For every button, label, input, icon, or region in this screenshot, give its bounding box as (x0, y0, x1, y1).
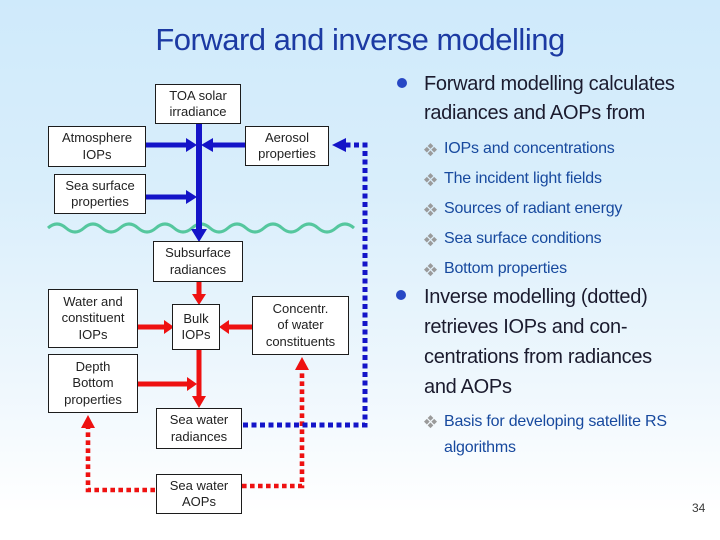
bullet-line: Inverse modelling (dotted) (424, 286, 648, 308)
box-line: radiances (169, 261, 227, 277)
sub-bullet-line: algorithms (444, 439, 516, 456)
sub-bullet-label: IOPs and concentrations (444, 140, 615, 157)
box-line: IOPs (82, 146, 112, 162)
forward-red-arrows (137, 282, 252, 408)
sub-bullet-bottom-properties: Bottom properties (424, 254, 622, 284)
box-line: Aerosol (264, 129, 310, 145)
box-line: AOPs (182, 494, 216, 509)
box-toa-solar-irradiance: TOA solar irradiance (155, 84, 241, 124)
box-line: Depth (75, 358, 111, 374)
page-number: 34 (692, 501, 706, 515)
box-water-and-constituent-iops: Water and constituent IOPs (48, 289, 138, 348)
box-line: IOPs (78, 326, 108, 342)
sub-bullet-iops-and-concentrations: IOPs and concentrations (424, 134, 622, 164)
bullet-inverse-modelling: Inverse modelling (dotted) retrieves IOP… (424, 282, 652, 402)
box-line: Bulk (183, 310, 209, 326)
box-depth-bottom-properties: Depth Bottom properties (48, 354, 138, 413)
diamond-bullet-icon (424, 415, 437, 428)
box-line: Sea water (169, 412, 229, 428)
box-sea-water-aops: Sea water AOPs (156, 474, 242, 514)
bullet-line: and AOPs (424, 376, 512, 398)
box-line: Water and (63, 293, 123, 309)
bullet-line: centrations from radiances (424, 346, 652, 368)
box-line: radiances (170, 428, 228, 444)
sub-bullet-label: The incident light fields (444, 170, 602, 187)
sub-bullet-sources-of-radiant-energy: Sources of radiant energy (424, 194, 622, 224)
box-sea-water-radiances: Sea water radiances (156, 408, 242, 449)
diamond-bullet-icon (424, 263, 437, 276)
sub-bullet-basis-satellite-rs: Basis for developing satellite RS algori… (424, 409, 667, 461)
bullet-dot-icon (397, 78, 407, 88)
forward-blue-arrows (146, 123, 245, 242)
bullet-line: radiances and AOPs from (424, 102, 645, 124)
box-subsurface-radiances: Subsurface radiances (153, 241, 243, 282)
sub-bullet-incident-light-fields: The incident light fields (424, 164, 622, 194)
inverse-red-dotted-arrows (81, 357, 309, 493)
box-line: properties (64, 391, 122, 407)
diamond-bullet-icon (424, 233, 437, 246)
sub-bullet-label: Bottom properties (444, 260, 567, 277)
box-line: Subsurface (165, 245, 231, 261)
box-line: TOA solar (169, 87, 227, 103)
box-line: of water (277, 317, 324, 333)
page-title: Forward and inverse modelling (155, 22, 565, 57)
box-line: Concentr. (272, 300, 329, 316)
box-line: Bottom (72, 375, 114, 391)
box-atmosphere-iops: Atmosphere IOPs (48, 126, 146, 167)
box-line: properties (71, 194, 129, 209)
box-line: IOPs (181, 327, 211, 342)
box-line: Sea water (169, 477, 229, 493)
box-line: Sea surface (65, 177, 135, 193)
forward-sub-bullet-list: IOPs and concentrations The incident lig… (424, 134, 622, 284)
bullet-line: Forward modelling calculates (424, 73, 675, 95)
box-sea-surface-properties: Sea surface properties (54, 174, 146, 214)
diamond-bullet-icon (424, 143, 437, 156)
sub-bullet-sea-surface-conditions: Sea surface conditions (424, 224, 622, 254)
inverse-blue-dotted-arrow (243, 138, 368, 428)
box-aerosol-properties: Aerosol properties (245, 126, 329, 166)
bullet-line: retrieves IOPs and con- (424, 316, 628, 338)
box-line: constituents (265, 333, 336, 349)
diamond-bullet-icon (424, 173, 437, 186)
inverse-sub-bullet-list: Basis for developing satellite RS algori… (424, 409, 667, 461)
diamond-bullet-icon (424, 203, 437, 216)
sub-bullet-line: Basis for developing satellite RS (444, 413, 667, 430)
sub-bullet-label: Basis for developing satellite RS algori… (444, 409, 667, 461)
bullet-dot-icon (396, 290, 406, 300)
box-concentr-of-water-constituents: Concentr. of water constituents (252, 296, 349, 355)
box-line: Atmosphere (61, 130, 133, 146)
box-line: constituent (61, 310, 125, 326)
box-line: properties (258, 146, 316, 161)
sub-bullet-label: Sources of radiant energy (444, 200, 623, 217)
sub-bullet-label: Sea surface conditions (444, 230, 602, 247)
box-bulk-iops: Bulk IOPs (172, 304, 220, 350)
box-line: irradiance (169, 104, 227, 119)
bullet-forward-modelling: Forward modelling calculates radiances a… (424, 70, 675, 128)
